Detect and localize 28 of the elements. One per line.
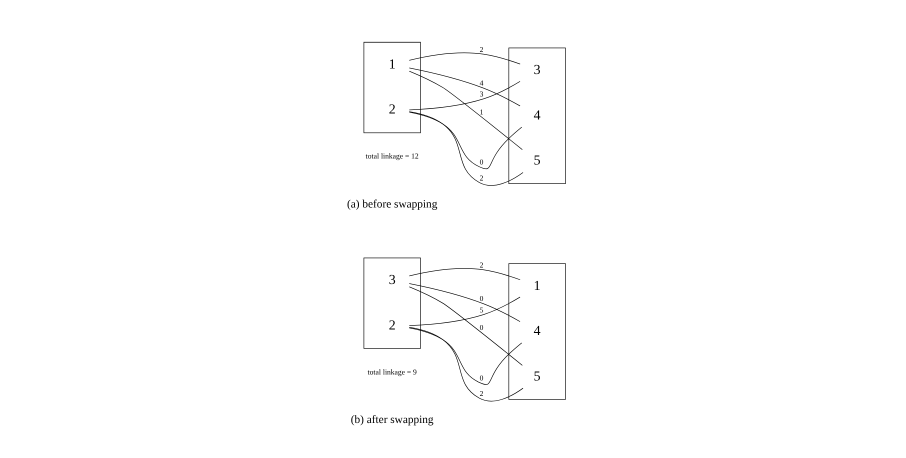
cluster <box>363 42 420 134</box>
node-text: 5 <box>533 368 540 384</box>
cluster <box>508 263 566 400</box>
connector <box>408 68 520 106</box>
connector <box>408 111 523 186</box>
node-text: 1 <box>388 56 396 72</box>
connector <box>408 296 520 326</box>
connector <box>408 112 522 170</box>
connector <box>408 52 520 64</box>
node-text: 2 <box>388 317 396 332</box>
connector <box>408 328 522 385</box>
node-text: 4 <box>533 107 540 122</box>
connector <box>408 327 523 402</box>
cluster <box>363 258 420 349</box>
connector <box>408 286 522 366</box>
node-text: 3 <box>388 272 396 288</box>
label: (b) after swapping <box>350 414 434 426</box>
connector <box>408 70 522 150</box>
node-text: 4 <box>533 323 540 338</box>
node-text: 5 <box>533 152 540 168</box>
label: (a) before swapping <box>346 198 437 210</box>
node-text: 1 <box>533 278 540 293</box>
node-text: 2 <box>388 102 396 117</box>
connector <box>408 283 520 322</box>
node-text: 3 <box>533 62 540 78</box>
connector <box>408 81 520 110</box>
connector <box>408 268 520 280</box>
cluster <box>508 48 566 184</box>
